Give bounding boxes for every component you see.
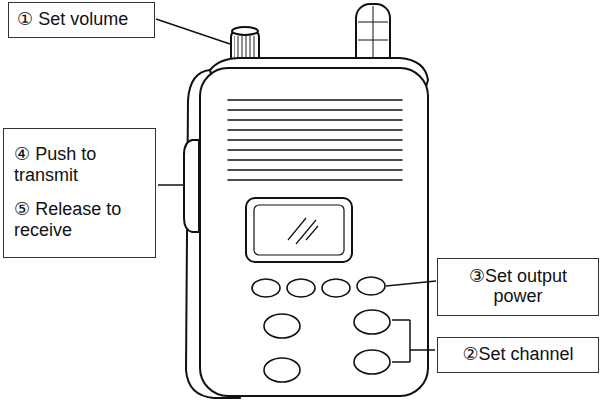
callout-text: ④ Push to transmit [14, 144, 145, 185]
transmit-callout: ④ Push to transmit ⑤ Release to receive [3, 128, 156, 258]
lower-buttons [264, 310, 390, 382]
callout-text: ③Set output power [456, 266, 580, 307]
display [246, 198, 352, 262]
volume-callout: ① Set volume [8, 2, 155, 38]
callout-text: ① Set volume [17, 9, 146, 30]
leader-lines [156, 19, 436, 362]
callout-text: ②Set channel [448, 344, 588, 365]
callout-text: ⑤ Release to receive [14, 199, 145, 240]
power-callout: ③Set output power [437, 258, 599, 316]
ptt-button [184, 140, 199, 232]
button-row [252, 277, 385, 297]
radio-body [200, 68, 428, 396]
speaker-grille [228, 100, 402, 180]
channel-callout: ②Set channel [437, 337, 599, 373]
